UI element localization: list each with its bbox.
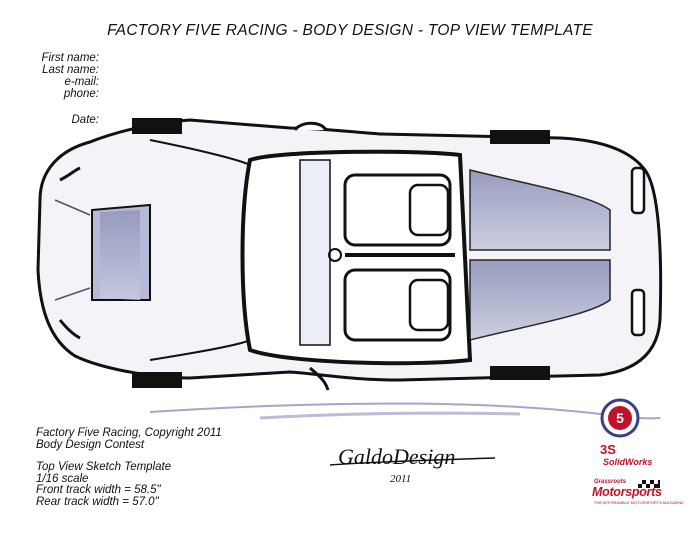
first-name-label: First name:: [41, 52, 99, 64]
wheel-rear-left: [490, 130, 550, 144]
ground-shadow-line: [149, 402, 661, 420]
gear-shifter: [328, 248, 342, 262]
entry-form: First name: Last name: e-mail: phone: Da…: [36, 52, 99, 126]
last-name-label: Last name:: [42, 64, 99, 76]
mirror-left: [293, 121, 328, 131]
headrest-left: [408, 183, 450, 237]
headrest-right: [408, 278, 450, 332]
grassroots-label: Grassroots: [594, 479, 627, 485]
rear-deck-left: [469, 169, 611, 251]
solidworks-label: SolidWorks: [603, 457, 653, 467]
rear-deck-right: [469, 259, 611, 341]
copyright-line: Factory Five Racing, Copyright 2011: [36, 427, 222, 439]
headlight-right: [58, 319, 81, 340]
signature-year: 2011: [390, 473, 411, 485]
taillight-right: [630, 288, 646, 337]
front-track-line: Front track width = 58.5": [36, 484, 161, 496]
contest-line: Body Design Contest: [36, 438, 145, 451]
template-name-line: Top View Sketch Template: [36, 461, 172, 473]
grassroots-tagline: THE AFFORDABLE MOTORSPORTS MAGAZINE: [594, 500, 684, 505]
taillight-left: [630, 166, 646, 215]
svg-text:3S: 3S: [600, 442, 616, 457]
motorsports-label: Motorsports: [592, 485, 662, 499]
svg-text:5: 5: [616, 410, 624, 426]
template-credits: Factory Five Racing, Copyright 2011 Body…: [36, 427, 222, 508]
wheel-rear-right: [490, 366, 550, 380]
designer-signature: GaldoDesign 2011: [330, 444, 496, 485]
wheel-front-left: [132, 118, 182, 134]
rear-track-line: Rear track width = 57.0": [36, 495, 159, 508]
signature-name: GaldoDesign: [338, 444, 455, 469]
email-label: e-mail:: [64, 76, 99, 88]
date-label: Date:: [71, 114, 100, 126]
scale-line: 1/16 scale: [36, 472, 89, 485]
solidworks-logo-mark: 3S: [600, 442, 616, 457]
page-title: FACTORY FIVE RACING - BODY DESIGN - TOP …: [107, 22, 593, 39]
wheel-front-right: [132, 372, 182, 388]
factory-five-logo: 5: [600, 398, 640, 438]
phone-label: phone:: [63, 88, 99, 100]
ground-shadow-line-2: [259, 411, 521, 420]
headlight-left: [59, 166, 81, 182]
mirror-right: [309, 366, 330, 391]
grassroots-motorsports-logo: [638, 480, 660, 488]
